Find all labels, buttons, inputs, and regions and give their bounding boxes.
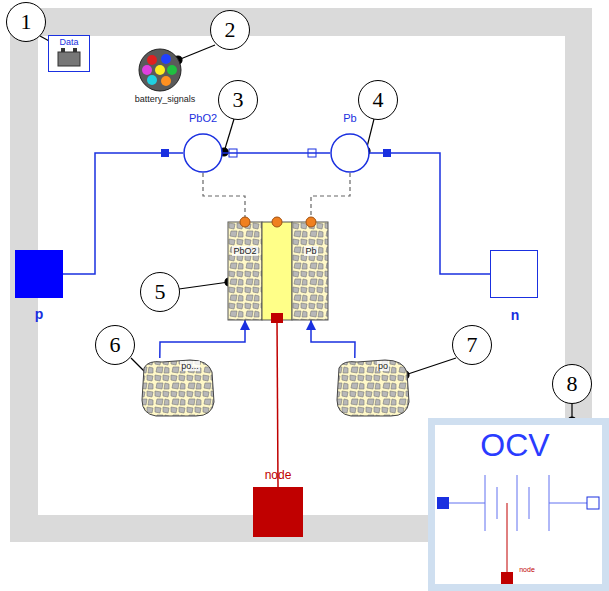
- drawing-part: [58, 52, 80, 66]
- leader-lines: [40, 36, 576, 425]
- drawing-part: [485, 475, 486, 531]
- electrode-label: PbO2: [232, 246, 257, 256]
- drawing-part: [405, 358, 456, 375]
- callout-number: 1: [6, 2, 46, 42]
- drawing-part: [292, 222, 328, 320]
- drawing-part: [549, 503, 587, 504]
- drawing-part: [73, 48, 77, 52]
- drawing-part: [240, 217, 250, 227]
- drawing-part: [437, 497, 449, 509]
- drawing-part: [331, 134, 369, 172]
- drawing-part: [142, 65, 152, 75]
- drawing-part: [179, 282, 229, 289]
- terminal-label: Pb: [343, 112, 356, 125]
- heat-port: node: [253, 487, 303, 537]
- icon-title: OCV: [480, 427, 549, 464]
- drawing-part: [517, 475, 518, 531]
- connector-wire: [311, 173, 350, 222]
- drawing-part: [61, 48, 65, 52]
- electrode-label: Pb: [304, 246, 317, 256]
- bus-label: battery_signals: [135, 94, 196, 104]
- drawing-part: [184, 134, 222, 172]
- drawing-part: [497, 487, 498, 519]
- ocv-icon: OCV node: [428, 418, 609, 591]
- drawing-part: [224, 119, 234, 152]
- callout-number: 8: [552, 364, 592, 404]
- drawing-part: [306, 217, 316, 227]
- port-label: n: [511, 307, 520, 323]
- porous-electrode: po...: [138, 358, 216, 418]
- callout-number: 3: [218, 80, 258, 120]
- terminal-circle: Pb: [330, 133, 370, 173]
- drawing-part: [147, 75, 157, 85]
- drawing-part: [161, 76, 171, 86]
- icon-label: Data: [59, 37, 78, 47]
- negative-port: n: [490, 250, 538, 298]
- drawing-part: [142, 360, 214, 416]
- shape-graphic: [228, 222, 328, 320]
- component-label: po: [377, 361, 389, 371]
- drawing-part: [449, 503, 485, 504]
- shape-graphic: [330, 133, 370, 173]
- shape-graphic: [183, 133, 223, 173]
- signal-bus-icon: battery_signals: [138, 48, 182, 92]
- drawing-part: [272, 217, 282, 227]
- callout-number: 7: [452, 325, 492, 365]
- callout-number: 6: [95, 325, 135, 365]
- component-label: po...: [180, 361, 200, 371]
- drawing-part: [147, 55, 157, 65]
- connector-wire: [203, 173, 245, 222]
- data-record-icon: Data: [48, 35, 90, 72]
- connector-wire: [370, 153, 490, 274]
- cell-block: PbO2 Pb: [228, 222, 328, 320]
- callout-number: 4: [358, 80, 398, 120]
- drawing-part: [161, 54, 171, 64]
- model-frame: [10, 8, 592, 542]
- drawing-part: [507, 503, 508, 573]
- callout-number: 5: [140, 272, 180, 312]
- port-label: node: [519, 566, 535, 574]
- port-label: p: [35, 306, 44, 322]
- drawing-part: [167, 65, 177, 75]
- drawing-part: [139, 49, 181, 91]
- shape-graphic: [138, 358, 216, 418]
- callout-number: 2: [210, 10, 250, 50]
- drawing-part: [529, 487, 530, 519]
- terminal-label: PbO2: [189, 112, 217, 125]
- connector-wire: [160, 320, 245, 358]
- drawing-part: [587, 497, 599, 509]
- drawing-part: [228, 222, 262, 320]
- drawing-part: [337, 360, 409, 416]
- connector-wire: [277, 320, 278, 487]
- drawing-part: [178, 45, 215, 60]
- connector-wire: [63, 153, 183, 274]
- drawing-part: [501, 572, 513, 584]
- drawing-part: [262, 222, 292, 320]
- positive-port: p: [15, 250, 63, 298]
- porous-electrode: po: [333, 358, 411, 418]
- connector-wire: [223, 152, 330, 154]
- connector-wire: [311, 320, 355, 358]
- shape-graphic: [138, 48, 182, 92]
- port-label: node: [265, 469, 292, 483]
- drawing-part: [155, 65, 165, 75]
- drawing-part: [271, 313, 283, 323]
- terminal-circle: PbO2: [183, 133, 223, 173]
- shape-graphic: [333, 358, 411, 418]
